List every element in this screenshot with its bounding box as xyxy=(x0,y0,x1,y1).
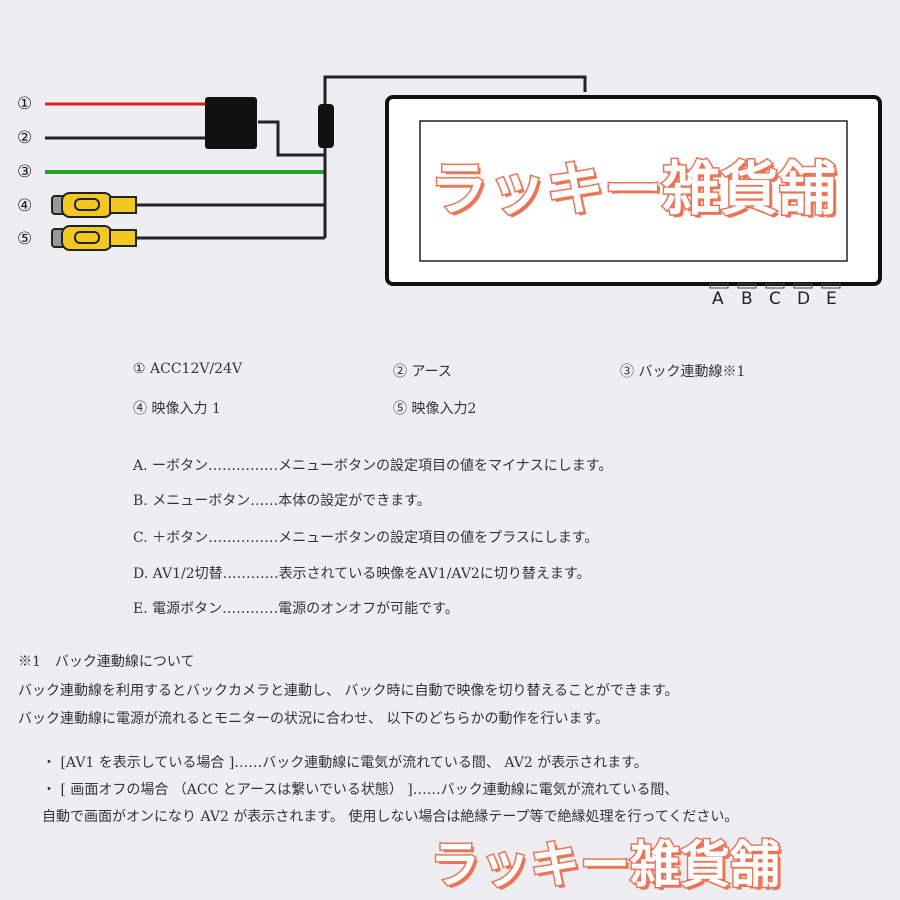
function-e: E. 電源ボタン…………電源のオンオフが可能です。 xyxy=(133,601,459,617)
legend-2: ② アース xyxy=(393,364,452,380)
note-bullet-2: ・ [ 画面オフの場合 （ACC とアースは繋いでいる状態） ]……バック連動線… xyxy=(42,782,679,798)
button-label-e: E xyxy=(826,289,837,309)
legend-4: ④ 映像入力 1 xyxy=(133,401,221,417)
button-label-b: B xyxy=(741,289,753,309)
wire-label-5: ⑤ xyxy=(17,229,33,249)
function-c: C. ＋ボタン……………メニューボタンの設定項目の値をプラスにします。 xyxy=(133,530,599,546)
button-label-d: D xyxy=(797,289,811,309)
watermark-bottom: ラッキー雑貨舗 xyxy=(429,836,782,894)
note-bullet-3: 自動で画面がオンになり AV2 が表示されます。 使用しない場合は絶縁テープ等で… xyxy=(42,809,739,825)
wiring-diagram xyxy=(45,75,882,289)
wire-label-4: ④ xyxy=(17,196,33,216)
wire-label-2: ② xyxy=(17,128,33,148)
function-d: D. AV1/2切替…………表示されている映像をAV1/AV2に切り替えます。 xyxy=(133,566,591,582)
note-bullet-1: ・ [AV1 を表示している場合 ]……バック連動線に電気が流れている間、 AV… xyxy=(42,755,648,771)
monitor-screen xyxy=(419,120,848,262)
function-b: B. メニューボタン……本体の設定ができます。 xyxy=(133,493,431,509)
function-a: A. ーボタン……………メニューボタンの設定項目の値をマイナスにします。 xyxy=(133,458,613,474)
legend-1: ① ACC12V/24V xyxy=(133,361,243,377)
legend-5: ⑤ 映像入力2 xyxy=(393,401,477,417)
wire-label-1: ① xyxy=(17,94,33,114)
button-label-a: A xyxy=(712,289,724,309)
watermark-top: ラッキー雑貨舗 xyxy=(428,155,837,223)
wire-label-3: ③ xyxy=(17,162,33,182)
note-line-2: バック連動線に電源が流れるとモニターの状況に合わせ、 以下のどちらかの動作を行い… xyxy=(18,711,610,727)
legend-3: ③ バック連動線※1 xyxy=(620,364,746,380)
note-title: ※1 バック連動線について xyxy=(18,654,195,670)
button-label-c: C xyxy=(769,289,781,309)
note-line-1: バック連動線を利用するとバックカメラと連動し、 バック時に自動で映像を切り替える… xyxy=(18,683,679,699)
rca-connectors xyxy=(51,192,137,251)
